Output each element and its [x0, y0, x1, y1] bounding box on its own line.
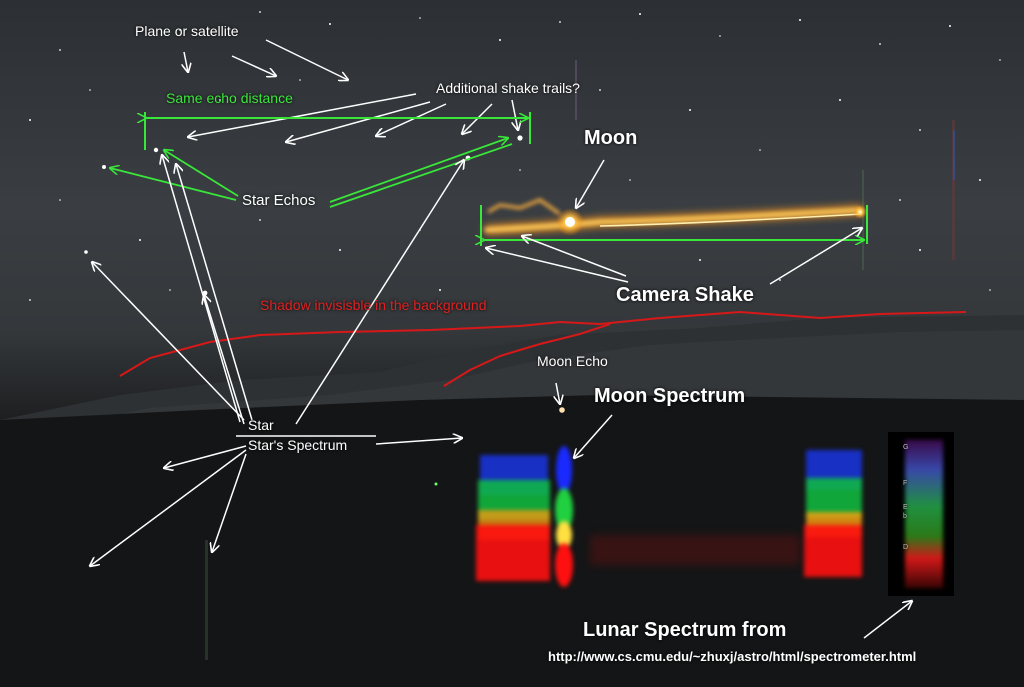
star-arrows — [90, 155, 464, 566]
inset-letter-g: G — [903, 444, 909, 451]
inset-spectrum — [905, 440, 943, 588]
echo-distance-bracket — [145, 112, 531, 150]
lunar-spectrum-arrow — [863, 601, 912, 639]
spectrum-moon — [555, 446, 573, 587]
label-star-echos: Star Echos — [242, 192, 316, 209]
inset-letter-e: E — [903, 504, 908, 511]
label-source-url: http://www.cs.cmu.edu/~zhuxj/astro/html/… — [548, 649, 917, 664]
label-stars-spectrum: Star's Spectrum — [248, 437, 348, 453]
spectrum-left — [476, 455, 550, 581]
label-moon-spectrum: Moon Spectrum — [594, 385, 746, 407]
inset-letter-f: F — [903, 480, 908, 487]
spectrum-faint-band — [590, 535, 800, 565]
label-star: Star — [248, 417, 274, 433]
label-camera-shake: Camera Shake — [616, 284, 754, 306]
camera-shake-bracket — [481, 205, 868, 246]
label-moon: Moon — [584, 127, 638, 149]
camera-shake-arrows — [486, 228, 862, 285]
shadow-lines — [119, 310, 967, 387]
moon-arrow — [576, 159, 605, 208]
plane-arrows — [184, 39, 348, 80]
label-same-echo-distance: Same echo distance — [166, 90, 293, 106]
label-additional-shake-trails: Additional shake trails? — [436, 80, 580, 96]
moon-trail — [484, 198, 867, 236]
moon-spectrum-arrow — [574, 414, 613, 458]
label-lunar-spectrum-from: Lunar Spectrum from — [583, 619, 787, 641]
inset-letter-b: b — [903, 513, 907, 520]
inset-letter-d: D — [903, 544, 909, 551]
label-plane-or-satellite: Plane or satellite — [135, 23, 239, 39]
moon-echo-arrow — [556, 382, 560, 404]
spectrum-right — [804, 450, 862, 577]
label-moon-echo: Moon Echo — [537, 353, 608, 369]
star-echo-arrows — [110, 138, 513, 208]
vertical-streaks — [205, 60, 955, 660]
label-shadow-invisible: Shadow invisisble in the background — [260, 297, 487, 313]
